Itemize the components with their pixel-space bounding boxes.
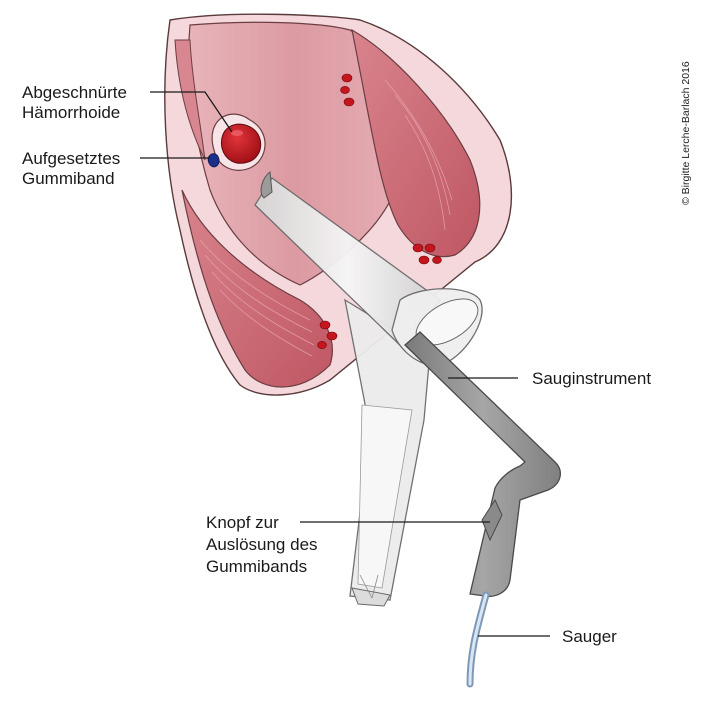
rubber-band xyxy=(207,153,220,168)
button-label-line3: Gummibands xyxy=(206,557,307,576)
release-button xyxy=(481,498,503,542)
suction-tube-label: Sauger xyxy=(562,627,617,646)
leader-lines xyxy=(140,91,550,637)
hemorrhoid-label-line2: Hämorrhoide xyxy=(22,103,120,122)
anal-canal-tissue xyxy=(164,13,513,396)
anoscope xyxy=(254,171,483,607)
band-label-line2: Gummiband xyxy=(22,169,115,188)
button-label-line2: Auslösung des xyxy=(206,535,318,554)
band-label-line1: Aufgesetztes xyxy=(22,149,120,168)
hemorrhoid xyxy=(211,113,266,171)
copyright: © Birgitte Lerche-Barlach 2016 xyxy=(680,61,692,205)
vessel-dots xyxy=(317,73,442,349)
button-label-line1: Knopf zur xyxy=(206,513,279,532)
suction-tube xyxy=(466,591,490,688)
suction-instrument-label: Sauginstrument xyxy=(532,369,651,388)
hemorrhoid-label-line1: Abgeschnürte xyxy=(22,83,127,102)
suction-instrument xyxy=(404,331,561,598)
